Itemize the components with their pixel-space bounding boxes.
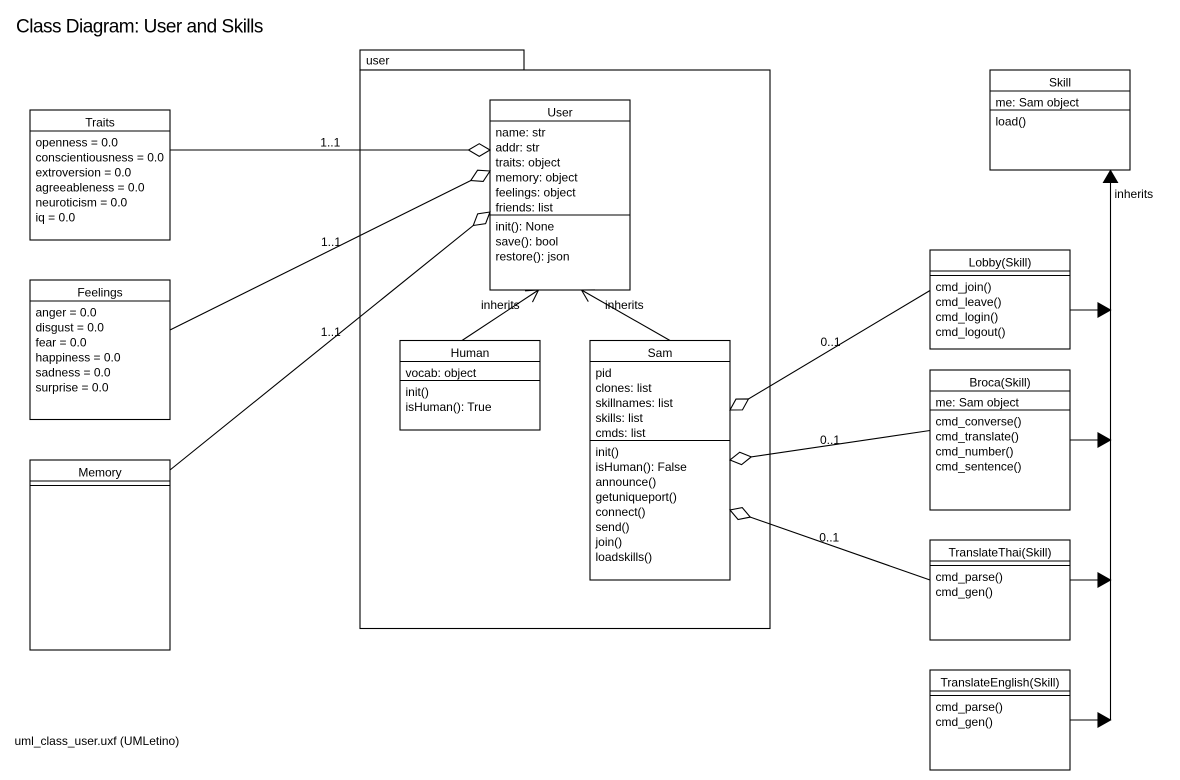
svg-text:announce(): announce() [596, 475, 657, 489]
svg-text:skills: list: skills: list [596, 411, 644, 425]
svg-text:name: str: name: str [496, 126, 546, 140]
svg-text:traits: object: traits: object [496, 156, 561, 170]
svg-text:1..1: 1..1 [320, 135, 340, 149]
svg-text:restore(): json: restore(): json [496, 250, 570, 264]
svg-text:cmd_parse(): cmd_parse() [936, 570, 1003, 584]
svg-text:save(): bool: save(): bool [496, 235, 559, 249]
svg-text:cmds: list: cmds: list [596, 426, 647, 440]
svg-text:inherits: inherits [1115, 187, 1154, 201]
svg-text:uml_class_user.uxf (UMLetino): uml_class_user.uxf (UMLetino) [15, 734, 180, 748]
svg-text:neuroticism = 0.0: neuroticism = 0.0 [36, 196, 128, 210]
svg-text:cmd_gen(): cmd_gen() [936, 715, 993, 729]
svg-text:surprise = 0.0: surprise = 0.0 [36, 381, 109, 395]
svg-text:clones: list: clones: list [596, 381, 653, 395]
svg-text:Memory: Memory [78, 466, 121, 480]
svg-text:init(): init() [406, 385, 429, 399]
svg-text:join(): join() [595, 535, 623, 549]
svg-text:agreeableness = 0.0: agreeableness = 0.0 [36, 181, 145, 195]
svg-text:feelings: object: feelings: object [496, 186, 577, 200]
svg-text:isHuman(): True: isHuman(): True [406, 400, 492, 414]
svg-text:connect(): connect() [596, 505, 646, 519]
svg-text:memory: object: memory: object [496, 171, 579, 185]
svg-text:loadskills(): loadskills() [596, 550, 653, 564]
svg-text:1..1: 1..1 [321, 325, 341, 339]
svg-text:pid: pid [596, 366, 612, 380]
svg-text:Traits: Traits [85, 116, 115, 130]
svg-text:inherits: inherits [481, 298, 520, 312]
svg-text:1..1: 1..1 [321, 235, 341, 249]
svg-text:cmd_parse(): cmd_parse() [936, 700, 1003, 714]
svg-text:cmd_join(): cmd_join() [936, 280, 992, 294]
svg-text:cmd_sentence(): cmd_sentence() [936, 460, 1022, 474]
svg-text:Broca(Skill): Broca(Skill) [969, 376, 1030, 390]
svg-text:getuniqueport(): getuniqueport() [596, 490, 677, 504]
svg-text:cmd_login(): cmd_login() [936, 310, 999, 324]
svg-text:Human: Human [451, 346, 490, 360]
svg-text:cmd_number(): cmd_number() [936, 445, 1014, 459]
svg-text:User: User [547, 106, 572, 120]
svg-text:0..1: 0..1 [821, 335, 841, 349]
svg-text:init(): None: init(): None [496, 220, 555, 234]
svg-text:cmd_logout(): cmd_logout() [936, 325, 1006, 339]
svg-text:me: Sam object: me: Sam object [936, 396, 1020, 410]
svg-text:fear = 0.0: fear = 0.0 [36, 336, 87, 350]
svg-text:iq = 0.0: iq = 0.0 [36, 211, 76, 225]
svg-text:isHuman(): False: isHuman(): False [596, 460, 688, 474]
svg-text:openness = 0.0: openness = 0.0 [36, 136, 119, 150]
svg-text:TranslateEnglish(Skill): TranslateEnglish(Skill) [941, 676, 1060, 690]
svg-text:Sam: Sam [648, 346, 673, 360]
svg-text:conscientiousness = 0.0: conscientiousness = 0.0 [36, 151, 165, 165]
svg-text:extroversion = 0.0: extroversion = 0.0 [36, 166, 132, 180]
svg-text:cmd_gen(): cmd_gen() [936, 585, 993, 599]
svg-text:user: user [366, 54, 389, 68]
svg-text:Lobby(Skill): Lobby(Skill) [969, 256, 1032, 270]
svg-text:TranslateThai(Skill): TranslateThai(Skill) [949, 546, 1052, 560]
svg-text:init(): init() [596, 445, 619, 459]
svg-text:happiness = 0.0: happiness = 0.0 [36, 351, 121, 365]
svg-text:cmd_translate(): cmd_translate() [936, 430, 1019, 444]
svg-text:Skill: Skill [1049, 76, 1071, 90]
svg-text:friends: list: friends: list [496, 201, 554, 215]
svg-text:disgust = 0.0: disgust = 0.0 [36, 321, 105, 335]
svg-text:0..1: 0..1 [820, 433, 840, 447]
svg-text:Feelings: Feelings [77, 286, 122, 300]
svg-text:send(): send() [596, 520, 630, 534]
svg-text:inherits: inherits [605, 298, 644, 312]
svg-text:addr: str: addr: str [496, 141, 540, 155]
svg-text:cmd_leave(): cmd_leave() [936, 295, 1002, 309]
svg-text:load(): load() [996, 115, 1027, 129]
svg-text:skillnames: list: skillnames: list [596, 396, 674, 410]
svg-text:vocab: object: vocab: object [406, 366, 477, 380]
svg-text:0..1: 0..1 [819, 530, 839, 544]
svg-text:Class Diagram: User and Skills: Class Diagram: User and Skills [16, 16, 263, 37]
svg-text:sadness = 0.0: sadness = 0.0 [36, 366, 111, 380]
svg-text:cmd_converse(): cmd_converse() [936, 415, 1022, 429]
svg-text:me: Sam object: me: Sam object [996, 96, 1080, 110]
svg-text:anger = 0.0: anger = 0.0 [36, 306, 97, 320]
